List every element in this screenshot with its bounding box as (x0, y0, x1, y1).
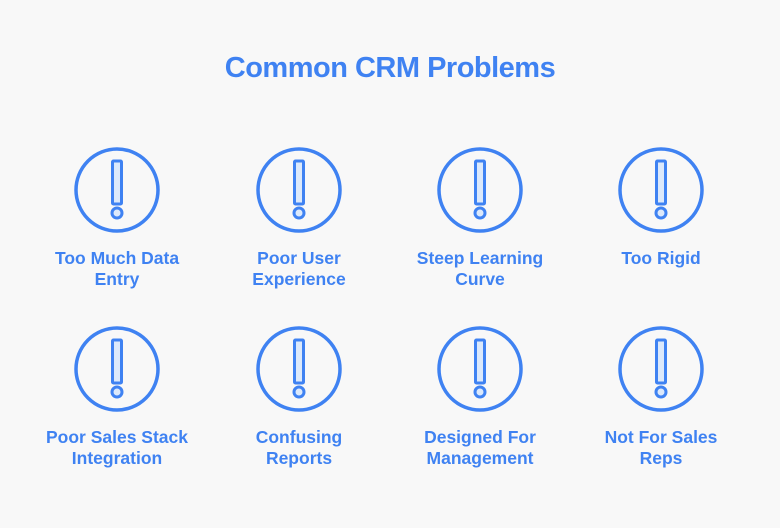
label-line-2: Entry (94, 269, 140, 289)
page-title: Common CRM Problems (224, 52, 556, 84)
exclamation-icon (618, 147, 704, 233)
label-line-1: Confusing (255, 427, 343, 447)
label-line-1: Designed For (424, 427, 536, 447)
label-line-2: Curve (455, 269, 505, 289)
label-line-2: Integration (71, 448, 163, 468)
label-line-1: Too Rigid (621, 248, 701, 268)
label-line-1: Poor Sales Stack (45, 427, 189, 447)
exclamation-icon (74, 147, 160, 233)
exclamation-icon (256, 147, 342, 233)
exclamation-icon (74, 326, 160, 412)
problem-label: Too Rigid (571, 248, 751, 269)
label-line-1: Poor User (257, 248, 341, 268)
exclamation-icon (437, 326, 523, 412)
problem-item: Too Rigid (571, 146, 751, 269)
label-line-2: Management (426, 448, 534, 468)
exclamation-icon (618, 326, 704, 412)
label-line-1: Too Much Data (54, 248, 180, 268)
label-line-2: Reps (639, 448, 683, 468)
label-line-2: Experience (252, 269, 346, 289)
label-line-1: Steep Learning (416, 248, 544, 268)
exclamation-icon (437, 147, 523, 233)
exclamation-icon (256, 326, 342, 412)
label-line-2: Reports (265, 448, 333, 468)
label-line-1: Not For Sales (604, 427, 718, 447)
